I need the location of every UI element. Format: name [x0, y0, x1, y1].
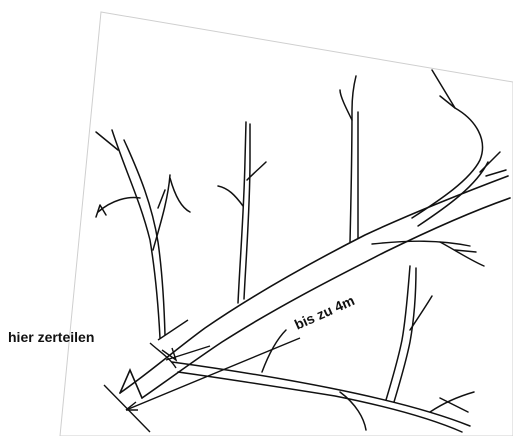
- cut-here-label: hier zerteilen: [8, 329, 94, 345]
